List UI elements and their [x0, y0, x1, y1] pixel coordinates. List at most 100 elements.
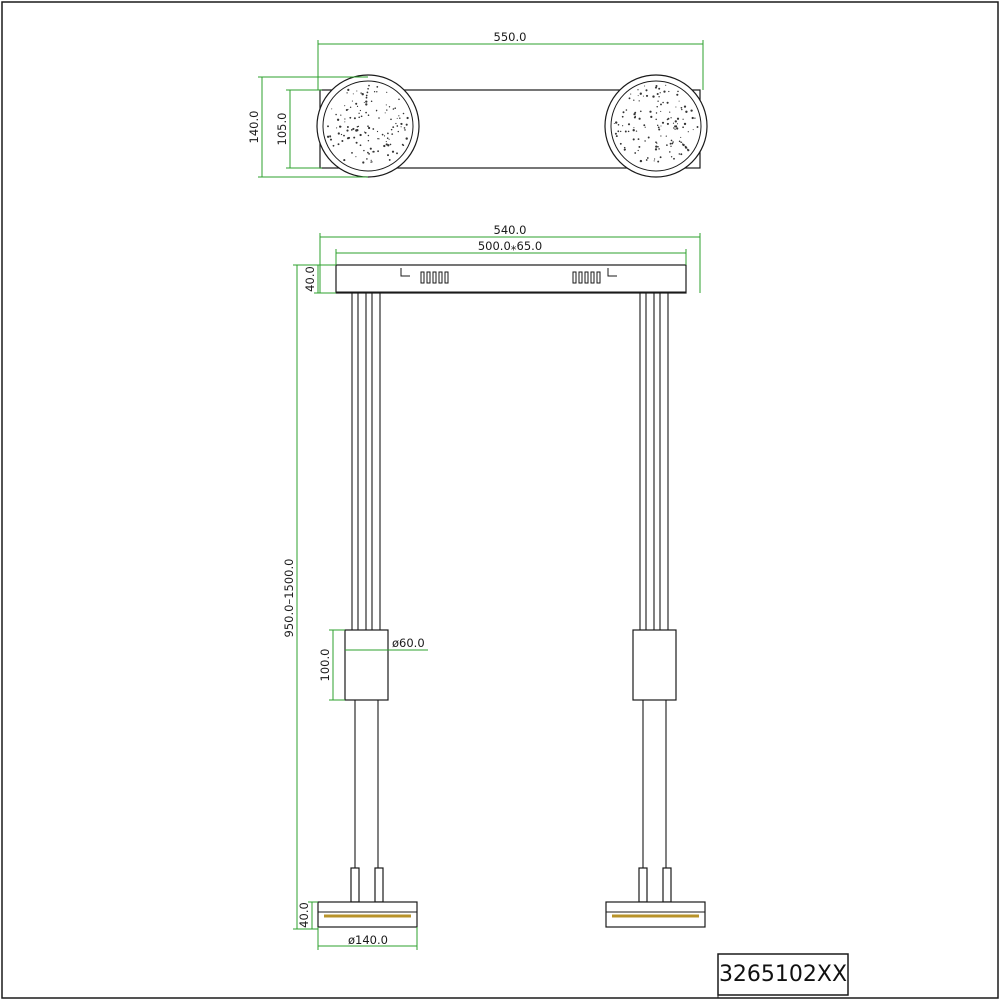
sparkle-dot	[400, 126, 402, 128]
pendant-right-body	[632, 629, 677, 701]
sparkle-dot	[659, 156, 662, 159]
sparkle-dot	[657, 160, 660, 163]
sparkle-dot	[404, 129, 406, 131]
dim-height-range: 950.0–1500.0	[282, 264, 336, 930]
sparkle-dot	[388, 158, 391, 161]
sparkle-dot	[656, 106, 658, 108]
sparkle-dot	[654, 158, 656, 160]
sparkle-dot	[660, 135, 662, 137]
sparkle-dot	[628, 97, 631, 100]
sparkle-dot	[694, 117, 696, 119]
sparkle-dot	[389, 143, 392, 146]
sparkle-dot	[672, 122, 675, 124]
sparkle-dot	[344, 121, 346, 123]
sparkle-dot	[359, 133, 362, 137]
sparkle-dot	[370, 100, 373, 103]
sparkle-dot	[396, 125, 399, 127]
sparkle-dot	[670, 145, 672, 147]
pendant-left	[317, 293, 418, 928]
sparkle-dot	[666, 122, 669, 125]
sparkle-dot	[367, 114, 370, 116]
sparkle-dot	[633, 113, 636, 116]
sparkle-dot	[637, 89, 639, 91]
top-view: 550.0 140.0 105.0	[247, 30, 708, 178]
sparkle-dot	[356, 105, 359, 108]
sparkle-dot	[329, 138, 333, 141]
dim-shade-height-label: 40.0	[297, 902, 311, 928]
sparkle-dot	[684, 146, 688, 149]
sparkle-dot	[368, 153, 370, 155]
sparkle-dot	[652, 95, 655, 98]
dim-top-width-label: 550.0	[494, 30, 527, 44]
sparkle-dot	[638, 145, 641, 148]
sparkle-dot	[673, 157, 675, 160]
sparkle-dot	[644, 126, 646, 128]
canopy	[335, 264, 687, 294]
sparkle-dot	[405, 123, 408, 126]
dim-top-inner-height-label: 105.0	[275, 113, 289, 146]
sparkle-dot	[639, 159, 643, 163]
sparkle-dot	[346, 92, 348, 94]
sparkle-dot	[646, 157, 649, 159]
sparkle-dot	[692, 129, 694, 131]
sparkle-dot	[365, 103, 368, 106]
sparkle-dot	[377, 150, 379, 153]
sparkle-dot	[678, 100, 680, 102]
sparkle-dot	[381, 133, 384, 136]
sparkle-dot	[337, 132, 340, 135]
sparkle-dot	[364, 131, 367, 134]
dim-canopy-height-label: 40.0	[303, 266, 317, 292]
sparkle-dot	[363, 101, 365, 104]
sparkle-dot	[345, 108, 348, 112]
sparkle-dot	[367, 139, 370, 142]
sparkle-dot	[645, 94, 649, 97]
sparkle-dot	[346, 129, 349, 132]
sparkle-dot	[680, 136, 682, 138]
sparkle-dot	[332, 144, 335, 147]
sparkle-dot	[655, 118, 657, 121]
sparkle-dot	[676, 93, 679, 96]
sparkle-dot	[385, 104, 387, 106]
sparkle-dot	[387, 154, 389, 157]
sparkle-dot	[383, 135, 386, 137]
sparkle-dot	[639, 110, 642, 113]
sparkle-dot	[638, 117, 641, 120]
sparkle-dot	[632, 138, 635, 141]
sparkle-dot	[685, 110, 688, 113]
sparkle-dot	[674, 125, 678, 128]
sparkle-dot	[682, 118, 684, 120]
sparkle-dot	[362, 161, 365, 164]
sparkle-dot	[353, 117, 356, 120]
canopy-bracket-right	[607, 268, 617, 277]
sparkle-dot	[683, 122, 687, 126]
sparkle-dot	[335, 113, 337, 116]
sparkle-dot	[347, 108, 349, 110]
sparkle-dot	[368, 84, 370, 87]
sparkle-dot	[339, 125, 341, 128]
sparkle-dot	[365, 100, 368, 103]
sparkle-dot	[634, 115, 637, 118]
sparkle-dot	[635, 130, 638, 132]
sparkle-dot	[645, 89, 648, 92]
sparkle-dot	[365, 96, 368, 99]
sparkle-dot	[392, 108, 395, 110]
sparkle-dot	[346, 137, 350, 140]
sparkle-dot	[654, 86, 658, 89]
sparkle-dot	[627, 130, 630, 133]
dim-body-diameter-label: ø60.0	[392, 636, 425, 650]
dim-top-width: 550.0	[317, 30, 704, 90]
sparkle-dot	[673, 127, 675, 129]
sparkle-dot	[344, 118, 346, 120]
dim-top-outer-height-label: 140.0	[247, 111, 261, 144]
sparkle-dot	[643, 124, 646, 127]
dim-shade-height: 40.0	[297, 901, 318, 930]
sparkle-dot	[642, 95, 644, 97]
sparkle-dot	[649, 110, 652, 113]
sparkle-dot	[680, 106, 683, 109]
sparkle-dot	[355, 156, 357, 158]
sparkle-texture-left	[326, 84, 409, 164]
sparkle-dot	[615, 121, 618, 124]
dim-canopy-inner-label: 500.0⁎65.0	[478, 239, 542, 253]
sparkle-dot	[360, 115, 363, 118]
